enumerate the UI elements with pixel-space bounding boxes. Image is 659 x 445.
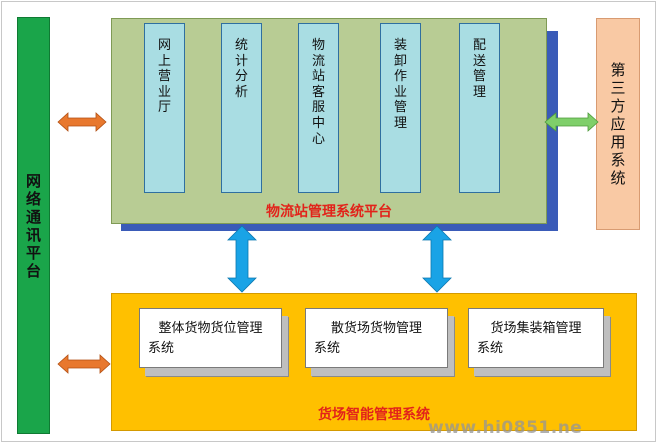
label-char: 作	[393, 69, 407, 85]
label-char: 理	[472, 84, 486, 100]
label-char: 业	[157, 84, 171, 100]
module-label: 物流站客服中心	[312, 38, 325, 192]
subsystem-bulk-cargo: 散货场货物管理 系统	[305, 308, 448, 368]
subsystem-whole-cargo: 整体货物货位管理 系统	[139, 308, 282, 368]
label-char: 网	[157, 38, 171, 53]
label-char: 送	[472, 53, 486, 69]
label-char: 计	[234, 53, 248, 69]
label-char: 物	[311, 38, 325, 53]
watermark: www.hi0851.ne	[428, 418, 583, 438]
subsystem-line1: 整体货物货位管理	[158, 321, 263, 336]
label-char: 管	[472, 69, 486, 85]
label-char: 心	[311, 131, 325, 147]
label-char: 业	[393, 84, 407, 100]
module-delivery-management: 配送管理	[459, 23, 500, 193]
label-char: 统	[610, 169, 626, 187]
label-char: 装	[393, 38, 407, 53]
label-char: 营	[157, 69, 171, 85]
label-char: 通	[25, 207, 41, 226]
label-char: 台	[25, 261, 41, 280]
label-char: 三	[610, 79, 626, 97]
subsystem-line2: 系统	[148, 340, 175, 356]
arrow-network-yard	[57, 354, 111, 374]
label-char: 方	[610, 97, 626, 115]
label-char: 客	[311, 84, 325, 100]
label-char: 用	[610, 133, 626, 151]
subsystem-line2: 系统	[477, 340, 504, 356]
network-communication-platform: 网络通讯平台	[17, 17, 50, 434]
logistics-station-platform: 网上营业厅 统计分析 物流站客服中心 装卸作业管理 配送管理 物流站管理系统平台	[111, 18, 547, 224]
module-label: 网上营业厅	[158, 38, 171, 192]
module-online-hall: 网上营业厅	[144, 23, 185, 193]
label-char: 站	[311, 69, 325, 85]
label-char: 卸	[393, 53, 407, 69]
module-label: 配送管理	[473, 38, 486, 192]
module-label: 统计分析	[235, 38, 248, 192]
module-label: 装卸作业管理	[394, 38, 407, 192]
module-loading-management: 装卸作业管理	[380, 23, 421, 193]
label-char: 析	[234, 84, 248, 100]
subsystem-line1: 货场集装箱管理	[490, 321, 582, 336]
label-char: 上	[157, 53, 171, 69]
label-char: 统	[234, 38, 248, 53]
cargo-yard-system: 整体货物货位管理 系统 散货场货物管理 系统 货场集装箱管理 系统 货场智能管理…	[111, 293, 637, 431]
third-party-label: 第三方应用系统	[610, 61, 625, 187]
label-char: 分	[234, 69, 248, 85]
label-char: 理	[393, 115, 407, 131]
yard-title: 货场智能管理系统	[318, 407, 430, 423]
third-party-system: 第三方应用系统	[596, 18, 640, 230]
label-char: 流	[311, 53, 325, 69]
label-char: 网	[25, 171, 41, 190]
label-char: 第	[610, 61, 626, 79]
platform-title: 物流站管理系统平台	[266, 204, 392, 220]
label-char: 讯	[25, 225, 41, 244]
label-char: 应	[610, 115, 626, 133]
label-char: 系	[610, 151, 626, 169]
arrow-platform-yard-right	[422, 225, 452, 293]
label-char: 厅	[157, 100, 171, 116]
module-statistics: 统计分析	[221, 23, 262, 193]
label-char: 平	[25, 243, 41, 262]
label-char: 络	[25, 189, 41, 208]
arrow-platform-third-party	[544, 112, 599, 132]
network-label: 网络通讯平台	[26, 172, 41, 280]
arrow-platform-yard-left	[227, 225, 257, 293]
label-char: 服	[311, 100, 325, 116]
label-char: 配	[472, 38, 486, 53]
subsystem-line2: 系统	[314, 340, 341, 356]
module-service-center: 物流站客服中心	[298, 23, 339, 193]
arrow-network-platform	[57, 112, 107, 132]
subsystem-container: 货场集装箱管理 系统	[468, 308, 604, 368]
label-char: 管	[393, 100, 407, 116]
label-char: 中	[311, 115, 325, 131]
subsystem-line1: 散货场货物管理	[330, 321, 422, 336]
